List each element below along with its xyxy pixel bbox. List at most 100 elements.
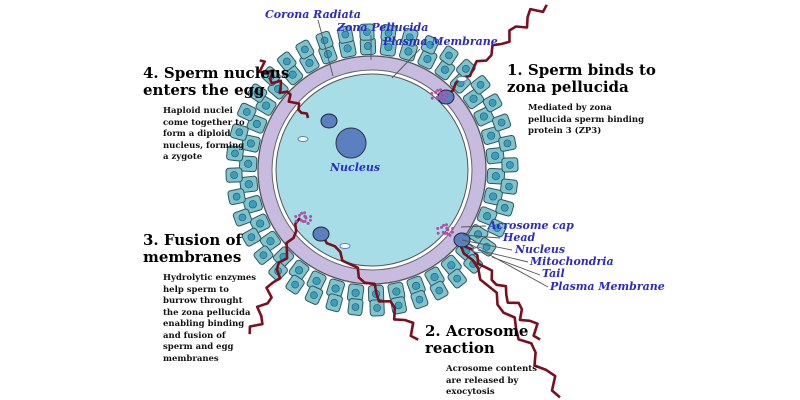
follicle-cell — [410, 290, 429, 310]
follicle-cell — [501, 157, 519, 173]
sperm-plasma-membrane-label: Plasma Membrane — [549, 280, 665, 293]
follicle-cell — [481, 126, 502, 145]
enzyme-dot — [303, 219, 307, 223]
follicle-cell — [338, 38, 357, 59]
follicle-cell — [401, 27, 419, 47]
follicle-cell — [238, 155, 258, 173]
follicle-cell — [359, 23, 375, 41]
egg-nucleus-label: Nucleus — [329, 161, 380, 174]
step-1-title: 1. Sperm binds to zona pellucida — [507, 61, 656, 96]
follicle-cell — [487, 218, 507, 238]
follicle-cell — [495, 199, 515, 217]
acrosome-enzymes — [294, 88, 455, 237]
follicle-cell — [387, 281, 406, 302]
follicle-cell — [304, 285, 324, 305]
enzyme-dot — [298, 213, 301, 217]
enzyme-dot — [442, 98, 446, 102]
sperm-tail — [248, 217, 302, 335]
enzyme-dot — [445, 223, 448, 227]
follicle-cell — [492, 113, 512, 132]
enzyme-dot — [434, 90, 437, 94]
acrosome-cap-leader — [460, 225, 487, 228]
enzyme-dot — [436, 88, 440, 92]
follicle-cell — [232, 208, 252, 227]
mitochondria-segment — [339, 243, 351, 249]
sperm-nucleus-leader — [461, 239, 513, 251]
enzyme-dot — [309, 215, 313, 218]
enzyme-dot — [445, 92, 449, 95]
follicle-cell — [380, 24, 397, 42]
follicle-cell — [241, 227, 262, 247]
sperm-plasma-membrane-leader — [469, 243, 549, 288]
tail-label: Tail — [542, 267, 565, 280]
sperm-tail — [461, 239, 541, 341]
follicle-cell — [500, 178, 518, 195]
enzyme-dot — [300, 211, 304, 215]
follicle-cell — [242, 195, 263, 214]
enzyme-dot — [451, 227, 455, 230]
follicle-cell — [486, 167, 506, 185]
enzyme-dot — [430, 92, 434, 95]
follicle-cell — [347, 298, 364, 316]
follicle-cell — [227, 188, 246, 206]
follicle-cell — [482, 93, 503, 113]
enzyme-dot — [436, 227, 440, 230]
sperm-head — [320, 113, 338, 129]
step-4-title: 4. Sperm nucleus enters the egg — [143, 64, 290, 99]
step-1-description: Mediated by zona pellucida sperm binding… — [528, 103, 645, 136]
egg-nucleus — [335, 127, 367, 159]
enzyme-dot — [445, 231, 449, 235]
enzyme-dot — [448, 233, 452, 237]
enzyme-dot — [442, 223, 446, 227]
sperm-nucleus-label: Nucleus — [514, 243, 565, 256]
follicle-cell — [498, 134, 517, 152]
enzyme-dot — [430, 96, 434, 100]
follicle-cell — [237, 102, 257, 122]
enzyme-dot — [436, 231, 440, 235]
follicle-cell — [239, 175, 259, 193]
follicle-cell — [483, 187, 503, 206]
follicle-cell — [226, 145, 244, 162]
follicle-cell — [247, 83, 268, 103]
sperm-tails — [248, 4, 561, 399]
follicle-cell — [277, 51, 297, 72]
follicle-cell — [439, 45, 459, 66]
follicle-cell — [336, 25, 354, 44]
follicle-cell — [346, 283, 365, 303]
step-3-description: Hydrolytic enzymes help sperm to burrow … — [163, 273, 257, 364]
follicle-cell — [447, 268, 467, 289]
mitochondria-leader — [477, 249, 529, 263]
egg-plasma-membrane-label: Plasma Membrane — [382, 35, 498, 48]
follicle-cell — [225, 167, 243, 183]
enzyme-dot — [450, 230, 454, 234]
follicle-cell — [295, 39, 315, 60]
mitochondria-segment — [297, 136, 309, 142]
sperm-tail — [321, 235, 419, 341]
corona-radiata-leader — [317, 19, 334, 77]
follicle-cell — [241, 134, 261, 153]
mitochondria-label: Mitochondria — [529, 255, 614, 268]
mitochondria-segment — [456, 76, 468, 82]
follicle-cell — [429, 280, 449, 301]
follicle-cell — [285, 274, 305, 295]
enzyme-dot — [294, 219, 298, 223]
follicle-cell — [485, 147, 505, 165]
follicle-cell — [325, 293, 343, 313]
corona-radiata-label: Corona Radiata — [265, 8, 361, 21]
tail-leader — [491, 256, 541, 276]
enzyme-dot — [439, 91, 443, 95]
step-2-title: 2. Acrosome reaction — [425, 322, 529, 357]
follicle-cell — [253, 245, 274, 265]
step-4-description: Haploid nuclei come together to form a d… — [163, 106, 245, 161]
sperm-head-label: Head — [502, 231, 536, 244]
follicle-cell — [470, 75, 491, 95]
sperm-tail — [258, 59, 310, 119]
enzyme-dot — [294, 215, 298, 218]
enzyme-dot — [439, 96, 443, 100]
plasma-membrane-leader — [391, 48, 421, 79]
enzyme-dot — [306, 221, 310, 225]
follicle-cell — [420, 35, 440, 55]
enzyme-dot — [439, 88, 442, 92]
